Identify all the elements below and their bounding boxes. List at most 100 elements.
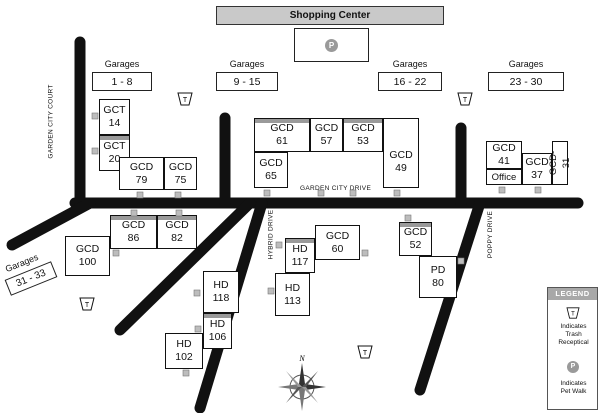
parking-marker <box>404 214 412 222</box>
legend-trash-line1: Indicates <box>560 323 587 330</box>
trash-icon: T <box>177 92 193 106</box>
garages-16-22-heading: Garages <box>392 59 428 69</box>
garages-16-22-box: 16 - 22 <box>378 72 442 91</box>
building-hd-117[interactable]: HD 117 <box>285 238 315 273</box>
building-gcd-52[interactable]: GCD 52 <box>399 222 432 256</box>
building-gcd-79[interactable]: GCD 79 <box>119 157 164 190</box>
parking-marker <box>267 287 275 295</box>
trash-symbol: T <box>571 312 575 318</box>
parking-marker <box>275 241 283 249</box>
parking-marker <box>175 209 183 217</box>
building-number: 60 <box>331 242 344 255</box>
garages-9-15-heading: Garages <box>229 59 265 69</box>
building-number: 82 <box>171 232 183 244</box>
trash-icon: T <box>457 92 473 106</box>
building-gcd-57[interactable]: GCD 57 <box>310 118 343 152</box>
building-code: GCD <box>325 229 350 242</box>
parking-marker <box>317 189 325 197</box>
trash-symbol: T <box>363 350 368 357</box>
compass-north-letter: N <box>298 354 305 363</box>
building-hd-113[interactable]: HD 113 <box>275 273 310 316</box>
building-pd-80[interactable]: PD 80 <box>419 256 457 298</box>
pet-walk-symbol: P <box>570 363 576 370</box>
legend-trash-icon: T <box>566 307 580 319</box>
parking-marker <box>498 186 506 194</box>
building-stripe <box>111 216 156 220</box>
building-stripe <box>100 136 129 140</box>
building-gct-14[interactable]: GCT 14 <box>99 99 130 135</box>
building-stripe <box>286 239 314 243</box>
building-code: GCT <box>103 104 126 116</box>
building-hd-102[interactable]: HD 102 <box>165 333 203 369</box>
building-number: 53 <box>357 135 369 147</box>
trash-icon: T <box>357 345 373 359</box>
building-code: HD <box>292 242 308 255</box>
building-code: GCD <box>314 122 339 134</box>
parking-marker <box>457 257 465 265</box>
parking-marker <box>174 191 182 199</box>
parking-marker <box>182 369 190 377</box>
parking-marker <box>263 189 271 197</box>
building-number: 100 <box>78 256 97 268</box>
building-code: GCD <box>403 226 428 238</box>
building-stripe <box>344 119 382 123</box>
building-gcd-61[interactable]: GCD 61 <box>254 118 310 152</box>
building-hd-118[interactable]: HD 118 <box>203 271 239 313</box>
building-stripe <box>400 223 431 227</box>
legend-pet-walk-icon: P <box>567 361 579 373</box>
building-code: GCD <box>259 157 283 169</box>
building-number: 102 <box>175 351 193 363</box>
garages-1-8-range: 1 - 8 <box>111 76 133 88</box>
building-stripe <box>204 314 231 318</box>
parking-marker <box>91 112 99 120</box>
building-gcd-37[interactable]: GCD 37 <box>522 153 552 185</box>
building-gcd-41[interactable]: GCD 41 <box>486 141 522 169</box>
legend-pet-line2: Pet Walk <box>560 388 587 395</box>
southwest-road <box>114 197 256 336</box>
building-number: 86 <box>127 232 140 244</box>
parking-marker <box>534 186 542 194</box>
shopping-center-title: Shopping Center <box>289 10 371 21</box>
building-hd-106[interactable]: HD 106 <box>203 313 232 349</box>
building-number: 57 <box>320 135 333 147</box>
garages-16-22-range: 16 - 22 <box>393 76 427 88</box>
building-number: 14 <box>108 117 121 129</box>
garages-23-30-range: 23 - 30 <box>509 76 543 88</box>
building-gcd-49[interactable]: GCD 49 <box>383 118 419 188</box>
building-number: 37 <box>531 169 543 181</box>
pet-walk-icon: P <box>325 39 338 52</box>
building-gcd-86[interactable]: GCD 86 <box>110 215 157 249</box>
parking-marker <box>393 189 401 197</box>
parking-marker <box>136 191 144 199</box>
building-gcd-82[interactable]: GCD 82 <box>157 215 197 249</box>
legend-pet-line1: Indicates <box>560 380 587 387</box>
shopping-center-lot: P <box>294 28 369 62</box>
pet-walk-symbol: P <box>328 41 335 50</box>
garages-23-30-box: 23 - 30 <box>488 72 564 91</box>
parking-marker <box>361 249 369 257</box>
building-gcd-53[interactable]: GCD 53 <box>343 118 383 152</box>
building-gcd-100[interactable]: GCD 100 <box>65 236 110 276</box>
building-gcd-75[interactable]: GCD 75 <box>164 157 197 190</box>
parking-marker <box>194 325 202 333</box>
building-gcd-65[interactable]: GCD 65 <box>254 152 288 188</box>
building-number: 80 <box>432 277 444 289</box>
building-office[interactable]: Office <box>486 169 522 185</box>
parking-marker <box>91 147 99 155</box>
parking-marker <box>193 289 201 297</box>
building-number: 65 <box>265 170 277 182</box>
garages-1-8-heading: Garages <box>104 59 140 69</box>
garages-9-15-box: 9 - 15 <box>216 72 278 91</box>
building-number: 79 <box>135 173 148 186</box>
building-gct-20[interactable]: GCT 20 <box>99 135 130 171</box>
building-gcd-60[interactable]: GCD 60 <box>315 225 360 260</box>
legend-trash-line2: Trash <box>565 331 582 338</box>
building-number: 41 <box>498 155 510 167</box>
building-gcd-31[interactable]: GCD-31 <box>548 141 572 185</box>
parking-marker <box>112 249 120 257</box>
building-number: 75 <box>174 173 187 186</box>
building-code: GCD <box>525 156 549 168</box>
building-number: 118 <box>212 292 230 304</box>
